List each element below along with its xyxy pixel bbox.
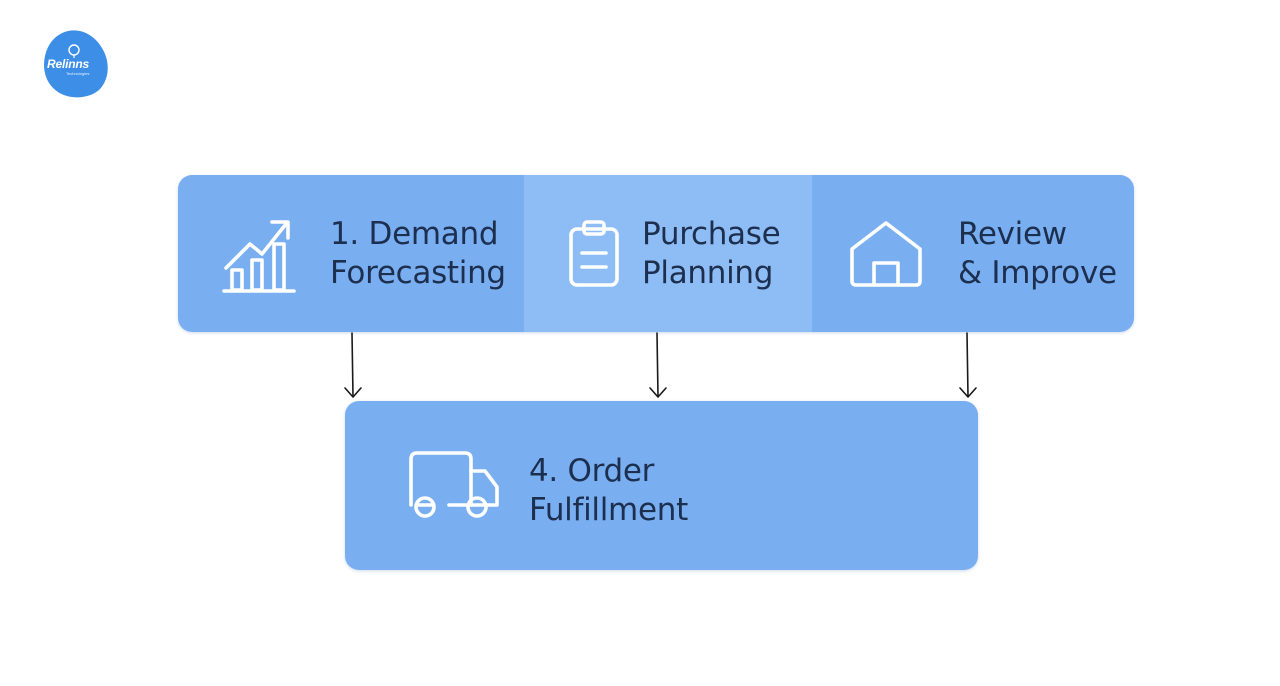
arrow-step-1-to-4 <box>344 332 362 398</box>
step-3-line2: & Improve <box>958 255 1117 291</box>
step-order-fulfillment[interactable]: 4. Order Fulfillment <box>345 401 978 570</box>
step-1-line1: 1. Demand <box>330 216 499 252</box>
step-4-line1: 4. Order <box>529 453 655 489</box>
arrow-step-2-to-4 <box>649 332 667 398</box>
logo-subtitle: Technologies <box>66 71 90 76</box>
step-4-label: 4. Order Fulfillment <box>529 452 688 530</box>
step-4-line2: Fulfillment <box>529 492 688 528</box>
logo-name: Relinns <box>47 57 89 71</box>
step-3-label: Review & Improve <box>958 215 1117 293</box>
truck-icon <box>409 451 499 518</box>
top-steps-row: 1. Demand Forecasting Purchase Planning <box>178 175 1134 332</box>
step-purchase-planning[interactable]: Purchase Planning <box>524 175 812 332</box>
step-1-line2: Forecasting <box>330 255 506 291</box>
step-3-line1: Review <box>958 216 1067 252</box>
house-icon <box>850 221 922 287</box>
step-2-label: Purchase Planning <box>642 215 781 293</box>
step-2-line1: Purchase <box>642 216 781 252</box>
step-demand-forecasting[interactable]: 1. Demand Forecasting <box>178 175 524 332</box>
step-2-line2: Planning <box>642 255 774 291</box>
arrow-step-3-to-4 <box>959 332 977 398</box>
step-1-label: 1. Demand Forecasting <box>330 215 506 293</box>
step-review-improve[interactable]: Review & Improve <box>812 175 1134 332</box>
bar-chart-trend-icon <box>222 220 296 293</box>
logo-blob-icon <box>44 30 108 98</box>
relinns-logo[interactable]: Relinns Technologies <box>40 28 112 100</box>
clipboard-icon <box>569 220 619 287</box>
